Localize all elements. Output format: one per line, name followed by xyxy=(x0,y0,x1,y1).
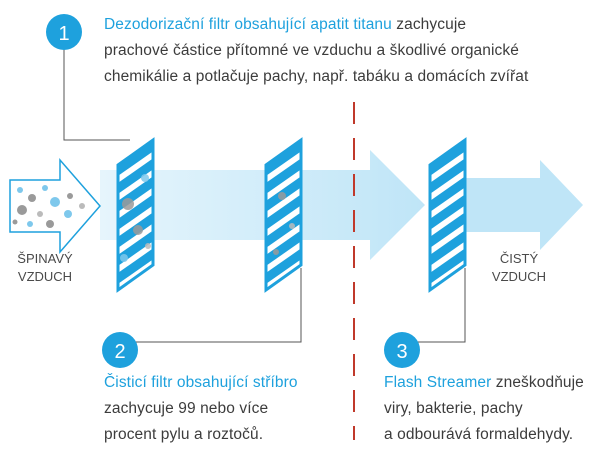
step2-line3: procent pylu a roztočů. xyxy=(104,426,264,443)
dirty-air-label: ŠPINAVÝ VZDUCH xyxy=(8,250,82,286)
step3-line1: Flash Streamer zneškodňuje xyxy=(384,370,606,396)
step2-badge: 2 xyxy=(102,332,138,368)
step1-description: Dezodorizační filtr obsahující apatit ti… xyxy=(104,12,604,90)
dirty-air-label-line2: VZDUCH xyxy=(17,269,73,284)
svg-text:2: 2 xyxy=(114,341,125,363)
clean-air-arrow xyxy=(455,160,583,250)
dirty-air-label-line1: ŠPINAVÝ xyxy=(17,251,73,266)
step1-line1: Dezodorizační filtr obsahující apatit ti… xyxy=(104,12,604,38)
step2-title: Čisticí filtr obsahující stříbro xyxy=(104,374,298,391)
step3-badge: 3 xyxy=(384,332,420,368)
step3-line2: viry, bakterie, pachy xyxy=(384,400,523,417)
clean-air-label-line2: VZDUCH xyxy=(491,269,547,284)
dirty-air-particles xyxy=(12,185,85,228)
step1-title: Dezodorizační filtr obsahující apatit ti… xyxy=(104,16,392,33)
step3-description: Flash Streamer zneškodňuje viry, bakteri… xyxy=(384,370,606,448)
step3-title: Flash Streamer xyxy=(384,374,492,391)
air-flow-arrow xyxy=(100,150,425,260)
step2-line2: zachycuje 99 nebo více xyxy=(104,400,269,417)
connector-step2 xyxy=(130,268,302,343)
deodorizing-filter xyxy=(116,137,155,293)
step3-line1-rest: zneškodňuje xyxy=(491,374,584,391)
step1-badge: 1 xyxy=(46,14,82,50)
connector-step1 xyxy=(63,36,130,141)
clean-air-label: ČISTÝ VZDUCH xyxy=(482,250,556,286)
svg-text:1: 1 xyxy=(58,23,69,45)
step1-line1-rest: zachycuje xyxy=(391,16,467,33)
clean-air-label-line1: ČISTÝ xyxy=(499,251,539,266)
step3-line3: a odbourává formaldehydy. xyxy=(384,426,574,443)
step2-description: Čisticí filtr obsahující stříbro zachycu… xyxy=(104,370,344,448)
svg-text:3: 3 xyxy=(396,341,407,363)
step1-line2: prachové částice přítomné ve vzduchu a š… xyxy=(104,42,519,59)
connector-step3 xyxy=(410,268,466,343)
step1-line3: chemikálie a potlačuje pachy, např. tabá… xyxy=(104,68,529,85)
